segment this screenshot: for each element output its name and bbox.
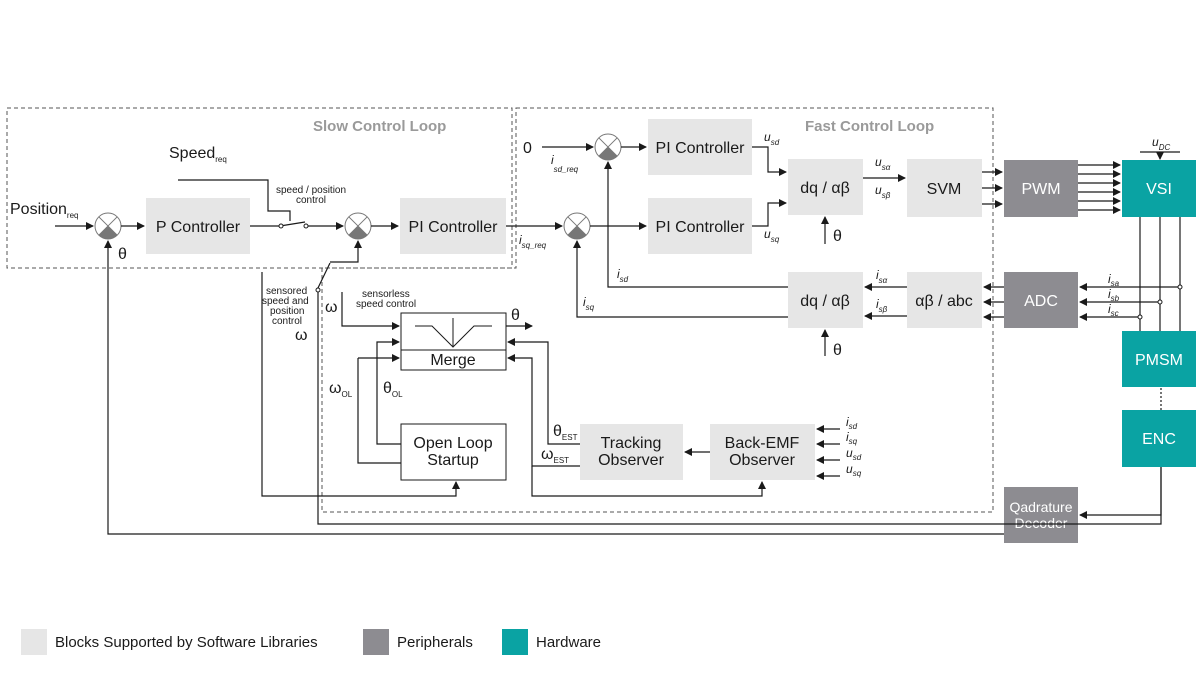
isb-label: isb [1108,287,1120,303]
dq-ab-bottom-block [788,272,863,328]
legend-hardware-label: Hardware [536,634,601,651]
bemf-isq-label: isq [846,430,858,446]
speed-position-note-1: speed / position [276,185,346,196]
sensored-note-4: control [272,316,302,327]
zero-label: 0 [523,140,532,157]
sensored-note-1: sensored [266,286,307,297]
usd-label: usd [764,130,780,147]
svm-label: SVM [927,181,962,198]
quadrature-decoder-label-1: Qadrature [1009,499,1072,515]
pwm-block [1004,160,1078,217]
dq-ab-top-block [788,159,863,215]
quadrature-decoder-block [1004,487,1078,543]
isalpha-label: isα [876,268,888,285]
speed-position-note-2: control [296,195,326,206]
pmsm-block [1122,331,1196,387]
svm-block [907,159,982,217]
fast-loop-title: Fast Control Loop [805,118,934,135]
dq-ab-top-label: dq / αβ [800,180,850,197]
quadrature-decoder-label-2: Decoder [1015,515,1068,531]
bemf-usq-label: usq [846,462,862,478]
dq-ab-bottom-label: dq / αβ [800,293,850,310]
open-loop-startup-block [400,423,507,481]
tracking-observer-label-1: Tracking [601,435,662,452]
legend-peripherals-label: Peripherals [397,634,473,651]
vsi-block [1122,160,1196,217]
udc-label: uDC [1152,135,1170,152]
isd-req-label: isd_req [551,153,579,174]
isa-label: isa [1108,272,1120,288]
sensored-note-3: position [270,306,304,317]
isq-fb-label: isq [583,295,595,312]
isd-fb-label: isd [617,267,629,284]
bemf-observer-label-1: Back-EMF [725,435,800,452]
p-controller-label: P Controller [156,219,241,236]
isc-label: isc [1108,302,1119,318]
sum-junction-speed [344,212,372,240]
enc-label: ENC [1142,431,1176,448]
tracking-observer-label-2: Observer [598,452,664,469]
legend: Blocks Supported by Software Libraries P… [21,629,601,655]
theta-merge-out-label: θ [511,307,520,324]
adc-block [1004,272,1078,328]
merge-label: Merge [430,352,475,369]
open-loop-label-1: Open Loop [413,435,492,452]
usalpha-label: usα [875,155,891,172]
tracking-observer-block [580,424,683,480]
sum-junction-q [563,212,591,240]
theta-dq-bottom-label: θ [833,342,842,359]
speed-req-label: Speedreq [169,145,227,164]
ab-abc-block [907,272,982,328]
pi-speed-block [400,198,506,254]
omega-ol-label: ωOL [329,380,353,399]
pi-d-label: PI Controller [656,140,746,157]
adc-label: ADC [1024,293,1058,310]
pi-speed-label: PI Controller [409,219,499,236]
sensorless-note-1: sensorless [362,289,410,300]
omega-est-label: ωEST [541,446,569,465]
omega-sensorless-label: ω [325,299,338,316]
ab-abc-label: αβ / abc [915,293,973,310]
isq-req-label: isq_req [519,233,547,250]
pi-q-block [648,198,752,254]
sensorless-note-2: speed control [356,299,416,310]
usq-label: usq [764,227,780,244]
theta-est-label: θEST [553,423,578,442]
theta-dq-top-label: θ [833,228,842,245]
bemf-usd-label: usd [846,446,862,462]
pi-q-label: PI Controller [656,219,746,236]
isbeta-label: isβ [876,297,888,314]
enc-block [1122,410,1196,467]
usbeta-label: usβ [875,183,891,200]
bemf-observer-label-2: Observer [729,452,795,469]
vsi-label: VSI [1146,181,1172,198]
open-loop-label-2: Startup [427,452,479,469]
bemf-isd-label: isd [846,415,858,431]
omega-sensored-label: ω [295,327,308,344]
p-controller-block [146,198,250,254]
pmsm-label: PMSM [1135,352,1183,369]
position-req-label: Positionreq [10,201,78,220]
sum-junction-d [594,133,622,161]
legend-peripherals-swatch [363,629,389,655]
legend-software-label: Blocks Supported by Software Libraries [55,634,318,651]
slow-loop-frame [6,107,513,269]
sensored-note-2: speed and [262,296,309,307]
legend-software-swatch [21,629,47,655]
sum-junction-position [94,212,122,240]
merge-block: Merge [400,312,507,371]
fast-loop-frame [321,107,994,513]
pi-d-block [648,119,752,175]
theta-feedback-label: θ [118,246,127,263]
slow-loop-title: Slow Control Loop [313,118,446,135]
wires [55,143,1183,535]
legend-hardware-swatch [502,629,528,655]
pwm-label: PWM [1021,181,1060,198]
bemf-observer-block [710,424,815,480]
theta-ol-label: θOL [383,380,403,399]
